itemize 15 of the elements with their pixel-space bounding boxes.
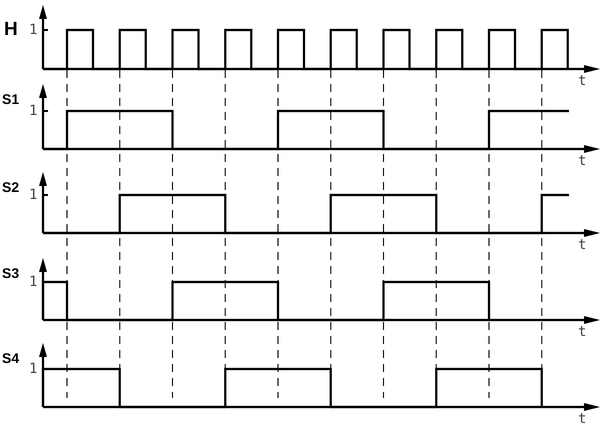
axis-label: t — [578, 74, 586, 88]
signal-name: S1 — [2, 92, 20, 106]
level-label: 1 — [29, 362, 38, 376]
axis-label: t — [578, 325, 586, 339]
level-label: 1 — [29, 23, 38, 37]
level-label: 1 — [29, 188, 38, 202]
level-label: 1 — [29, 104, 38, 118]
level-label: 1 — [29, 275, 38, 289]
signal-name: S3 — [2, 266, 20, 280]
axis-label: t — [578, 154, 586, 168]
axis-label: t — [578, 238, 586, 252]
axis-label: t — [578, 412, 586, 426]
signal-name: H — [4, 20, 18, 39]
signal-name: S4 — [2, 351, 20, 365]
signal-name: S2 — [2, 180, 20, 194]
